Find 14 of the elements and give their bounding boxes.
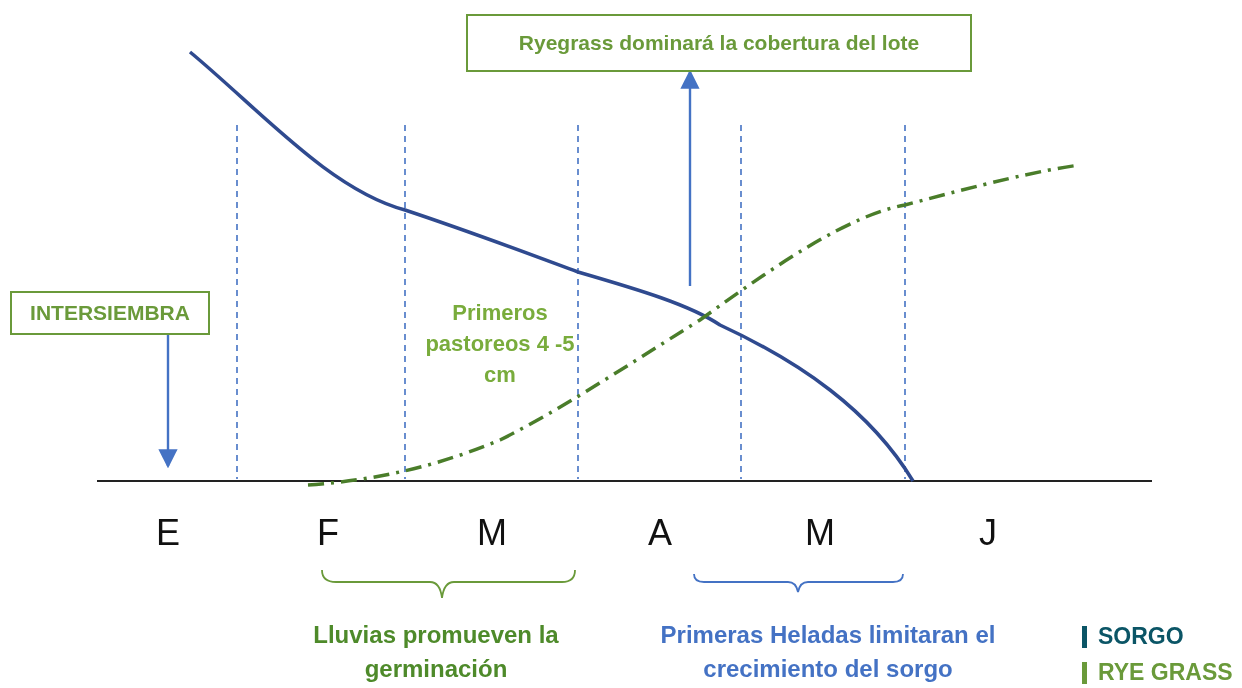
- annotation-text: Lluvias promueven la germinación: [312, 620, 560, 684]
- text-box: INTERSIEMBRA: [10, 291, 210, 335]
- month-label: F: [316, 511, 340, 555]
- month-label: M: [476, 511, 508, 555]
- month-label: E: [155, 511, 181, 555]
- legend-text: SORGO: [1098, 623, 1184, 650]
- month-label: A: [647, 511, 673, 555]
- annotation-text: Primeras Heladas limitaran el crecimiento del sorgo: [659, 620, 997, 684]
- month-label: J: [978, 511, 998, 555]
- arrow: [158, 335, 178, 469]
- month-label: M: [804, 511, 836, 555]
- text-box: Ryegrass dominará la cobertura del lote: [466, 14, 972, 72]
- annotation-text: Primeros pastoreos 4 -5 cm: [425, 299, 575, 389]
- legend-text: RYE GRASS: [1098, 659, 1233, 686]
